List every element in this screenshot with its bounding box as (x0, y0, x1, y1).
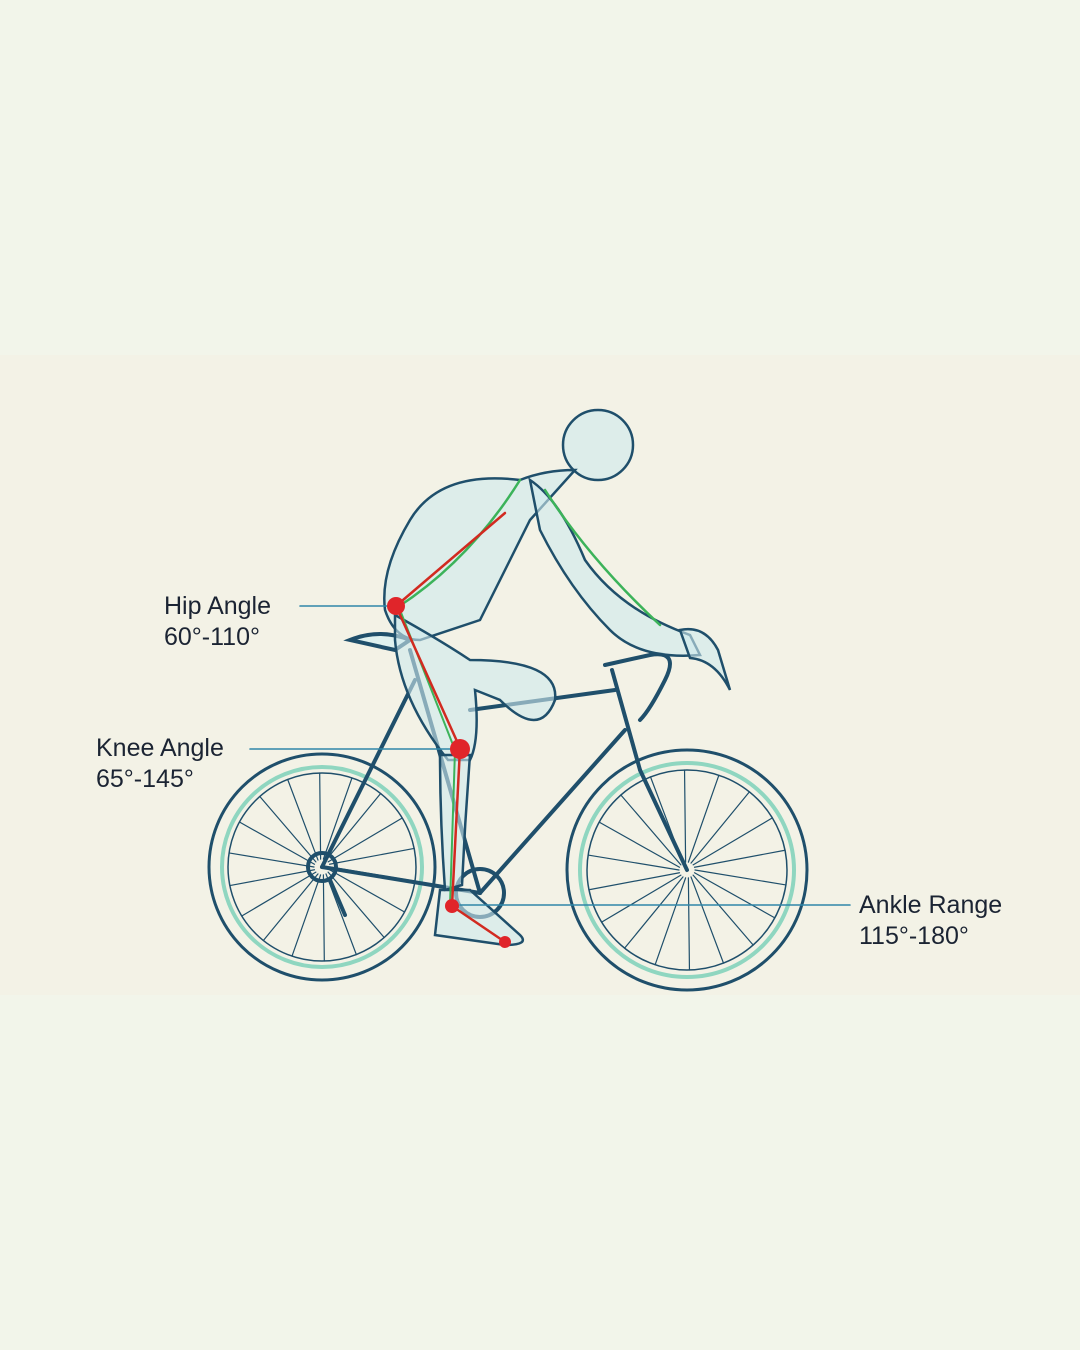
leader-lines (249, 605, 851, 906)
hip-angle-title: Hip Angle (164, 592, 272, 620)
hip-angle-label: Hip Angle 60°-110° (164, 591, 271, 653)
wheel-spoke (238, 821, 316, 865)
wheel-spoke (588, 872, 681, 891)
toe-marker (499, 936, 511, 948)
wheel-spoke (620, 794, 682, 866)
wheel-spoke (694, 869, 787, 886)
ankle-joint-marker (445, 899, 459, 913)
leg-angle-lines (394, 511, 507, 944)
ankle-range-title: Ankle Range (859, 891, 1003, 919)
wheel-spoke (687, 774, 720, 863)
wheel-spoke (241, 871, 317, 917)
wheel-spoke (262, 873, 319, 942)
wheel-spoke (690, 876, 725, 964)
wheel-spoke (259, 795, 317, 863)
joint-markers (387, 597, 511, 948)
knee-angle-title: Knee Angle (96, 734, 224, 762)
wheel-spoke (291, 874, 322, 957)
wheel-spoke (322, 777, 353, 860)
wheel-spoke (692, 817, 773, 866)
wheel-spoke (654, 877, 687, 966)
ankle-range-value: 115°-180° (859, 922, 969, 950)
knee-joint-marker (450, 739, 470, 759)
rear-wheel (207, 752, 437, 982)
hip-joint-marker (387, 597, 405, 615)
wheel-spoke (328, 869, 406, 913)
wheel-spoke (624, 876, 684, 949)
rider-body (383, 408, 732, 947)
wheel-spoke (687, 877, 691, 971)
knee-angle-range: 65°-145° (96, 765, 194, 793)
ankle-range-label: Ankle Range 115°-180° (859, 890, 1002, 952)
wheel-spoke (693, 849, 786, 868)
wheel-spoke (693, 872, 776, 919)
wheel-spoke (328, 847, 415, 865)
wheel-spoke (598, 821, 681, 868)
wheel-spoke (692, 874, 754, 946)
spine-guide (396, 478, 522, 609)
wheel-spoke (322, 874, 325, 962)
hip-angle-range: 60°-110° (164, 623, 260, 651)
wheel-spoke (319, 772, 322, 860)
wheel-spoke (683, 769, 687, 863)
wheel-spoke (327, 871, 385, 939)
wheel-spoke (601, 874, 682, 923)
wheel-spoke (228, 852, 315, 868)
wheel-spoke (690, 791, 750, 864)
wheel-spoke (327, 817, 403, 863)
wheel-spoke (229, 869, 316, 887)
wheel-spoke (587, 854, 680, 871)
wheel-spoke (287, 778, 319, 861)
front-wheel (565, 748, 809, 992)
arm-guide (543, 488, 662, 627)
wheel-spoke (325, 792, 382, 861)
knee-angle-label: Knee Angle 65°-145° (96, 733, 224, 795)
